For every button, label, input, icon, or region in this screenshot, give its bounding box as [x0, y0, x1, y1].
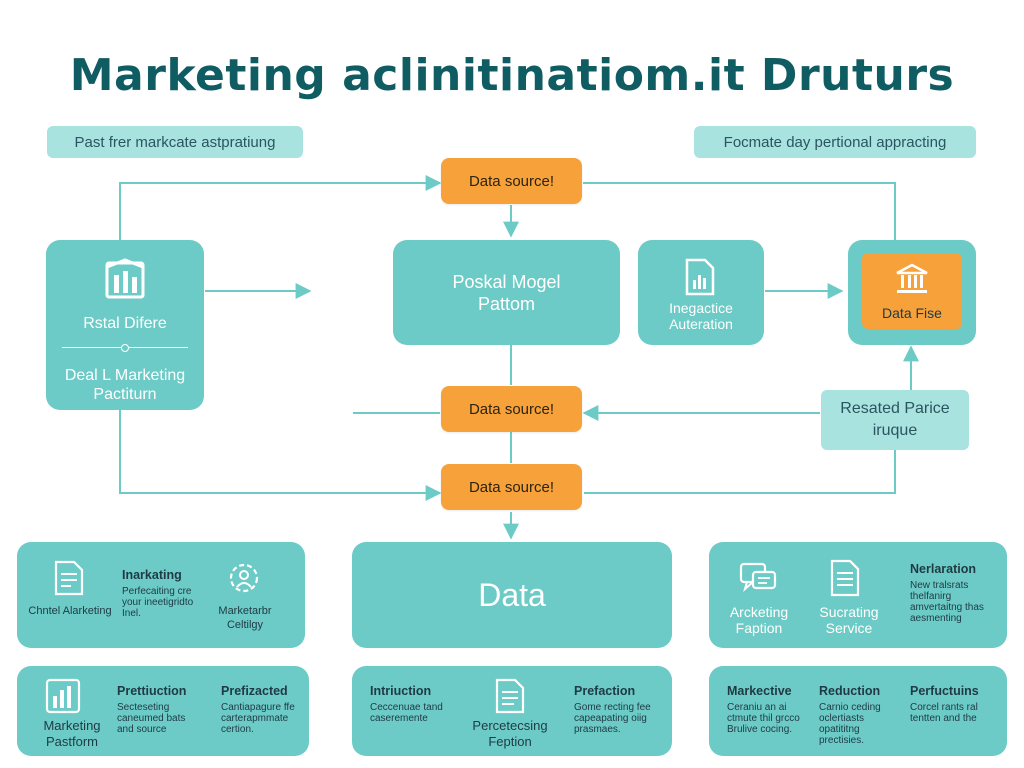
bottom-left-card-head1: Prettiuction [117, 684, 187, 698]
bottom-left-card-head2: Prefizacted [221, 684, 288, 698]
left-node-bottom-label: Deal L Marketing Pactiturn [64, 367, 186, 403]
resated-node[interactable]: Resated Parice iruque [821, 390, 969, 450]
right-card-item2: Sucrating Service [819, 604, 879, 636]
bottom-left-card-label: Marketing Pastform [43, 718, 101, 749]
top-left-pill-text: Past frer markcate astpratiung [74, 133, 276, 151]
page-title: Marketing aclinitinatiom.it Druturs [69, 50, 955, 101]
bar-chart-icon [45, 678, 81, 719]
bottom-right-card-desc2: Carnio ceding oclertiasts opatititng pre… [819, 702, 881, 746]
bar-chart-icon [103, 257, 147, 303]
right-card-head: Nerlaration [910, 562, 976, 576]
data-source-bottom[interactable]: Data source! [441, 464, 582, 510]
bottom-center-card-desc1: Ceccenuae tand caseremente [370, 702, 443, 724]
bottom-center-card-label: Percetecsing Feption [472, 718, 548, 749]
bottom-right-card-head3: Perfuctuins [910, 684, 979, 698]
right-card-desc: New tralsrats thelfanirg amvertaitng tha… [910, 580, 984, 624]
bottom-right-card-desc1: Ceraniu an ai ctmute thil grcco Brulive … [727, 702, 800, 735]
data-source-mid-label: Data source! [468, 400, 555, 418]
bottom-right-card-head1: Markective [727, 684, 792, 698]
right-card[interactable]: Arcketing Faption Sucrating Service Nerl… [709, 542, 1007, 648]
document-icon [683, 258, 717, 301]
document-icon [494, 678, 526, 719]
chat-icon [739, 562, 777, 601]
building-icon [895, 263, 929, 300]
data-card-label: Data [478, 576, 546, 613]
data-source-top[interactable]: Data source! [441, 158, 582, 204]
left-node-divider-dot [121, 344, 129, 352]
bottom-center-card-head2: Prefaction [574, 684, 636, 698]
automation-node-label: Inegactice Auteration [669, 300, 733, 332]
data-fise-label: Data Fise [882, 305, 942, 321]
left-node[interactable]: Rstal Difere Deal L Marketing Pactiturn [46, 240, 204, 410]
bottom-left-card-desc1: Secteseting caneumed bats and source [117, 702, 186, 735]
right-card-item1: Arcketing Faption [729, 604, 789, 636]
bottom-right-card-desc3: Corcel rants ral tentten and the [910, 702, 978, 724]
data-fise-node[interactable]: Data Fise [848, 240, 976, 345]
document-icon [53, 560, 85, 601]
bottom-center-card[interactable]: Intriuction Ceccenuae tand caseremente P… [352, 666, 672, 756]
top-right-pill-text: Focmate day pertional appracting [723, 133, 947, 151]
left-card-content-label: Chntel Alarketing [28, 605, 112, 617]
bottom-center-card-head1: Intriuction [370, 684, 432, 698]
document-icon [829, 559, 861, 602]
center-node-label: Poskal Mogel Pattom [452, 271, 561, 314]
bottom-left-card-desc2: Cantiapagure ffe carterapmmate certion. [221, 702, 295, 735]
center-node[interactable]: Poskal Mogel Pattom [393, 240, 620, 345]
data-source-top-label: Data source! [468, 172, 555, 190]
automation-node[interactable]: Inegactice Auteration [638, 240, 764, 345]
bottom-left-card[interactable]: Marketing Pastform Prettiuction Secteset… [17, 666, 309, 756]
bottom-center-card-desc2: Gome recting fee capeapating oiig prasma… [574, 702, 651, 735]
left-card[interactable]: Chntel Alarketing Inarkating Perfecaitin… [17, 542, 305, 648]
data-source-mid[interactable]: Data source! [441, 386, 582, 432]
top-left-pill: Past frer markcate astpratiung [47, 126, 303, 158]
data-fise-inner[interactable]: Data Fise [862, 253, 962, 329]
left-card-rhs-label: Marketarbr Celtilgy [218, 605, 272, 631]
bottom-right-card[interactable]: Markective Ceraniu an ai ctmute thil grc… [709, 666, 1007, 756]
left-card-head: Inarkating [122, 568, 182, 582]
left-node-top-label: Rstal Difere [83, 315, 167, 332]
top-right-pill: Focmate day pertional appracting [694, 126, 976, 158]
data-card[interactable]: Data [352, 542, 672, 648]
gear-user-icon [225, 559, 263, 602]
data-source-bottom-label: Data source! [468, 478, 555, 496]
left-card-desc: Perfecaiting cre your ineetigridto Inel. [122, 586, 194, 619]
bottom-right-card-head2: Reduction [819, 684, 881, 698]
resated-node-label: Resated Parice iruque [840, 400, 950, 439]
